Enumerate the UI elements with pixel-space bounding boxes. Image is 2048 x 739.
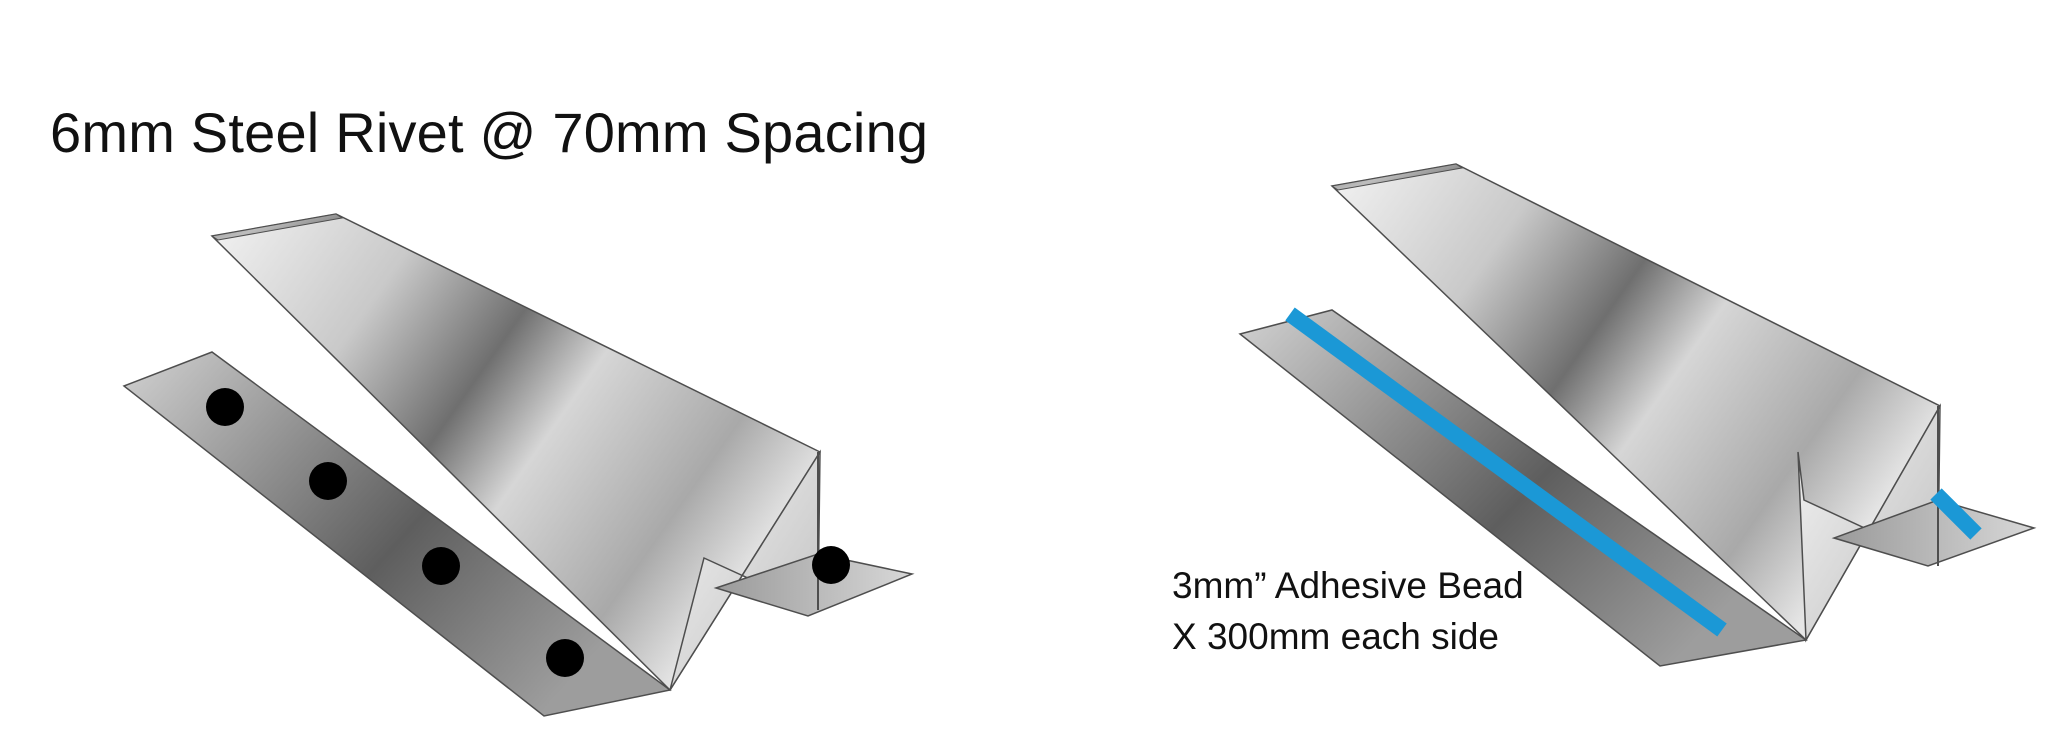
rivet-group bbox=[206, 388, 850, 677]
left-back-flange bbox=[713, 553, 915, 617]
left-top-edge bbox=[210, 213, 344, 241]
left-steel-profile bbox=[122, 213, 915, 717]
adhesive-annotation: 3mm” Adhesive Bead X 300mm each side bbox=[1172, 560, 1524, 662]
annotation-line-2: X 300mm each side bbox=[1172, 616, 1500, 657]
rivet bbox=[422, 547, 460, 585]
rivet bbox=[309, 462, 347, 500]
annotation-line-1: 3mm” Adhesive Bead bbox=[1172, 565, 1524, 606]
rivet bbox=[546, 639, 584, 677]
rivet bbox=[206, 388, 244, 426]
rivet bbox=[812, 546, 850, 584]
adhesive-bead-front bbox=[1285, 307, 1727, 637]
diagram-title: 6mm Steel Rivet @ 70mm Spacing bbox=[50, 101, 929, 164]
adhesive-bead-group bbox=[1285, 307, 1982, 637]
adhesive-bead-back bbox=[1930, 488, 1982, 540]
right-back-flange bbox=[1831, 499, 2037, 567]
right-top-edge bbox=[1330, 163, 1464, 191]
